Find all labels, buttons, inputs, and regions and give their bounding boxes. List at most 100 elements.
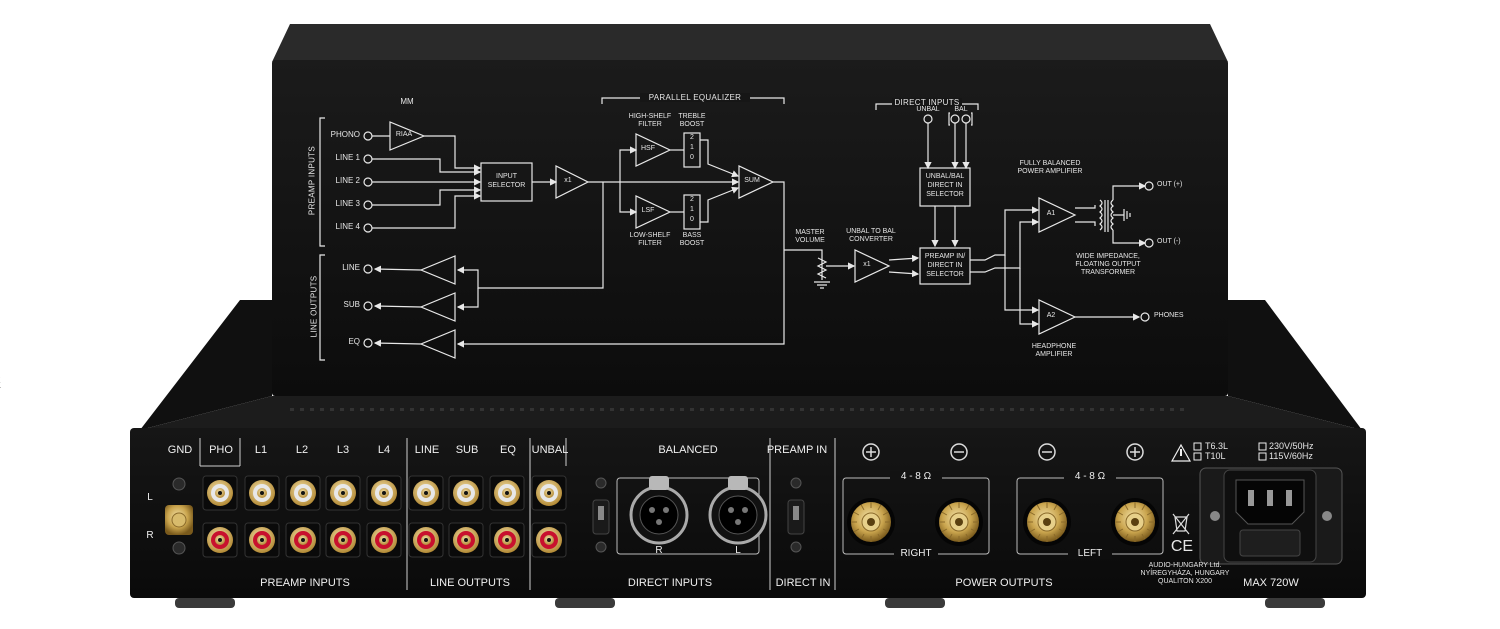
block-label: FLOATING OUTPUT bbox=[1068, 261, 1148, 268]
bottom-label-direct-inputs: DIRECT INPUTS bbox=[615, 577, 725, 589]
block-label: TRANSFORMER bbox=[1068, 269, 1148, 276]
maker-label-2: NYÍREGYHÁZA, HUNGARY bbox=[1140, 570, 1230, 577]
fuse-label-1: T6.3L bbox=[1205, 441, 1245, 451]
input-label: LINE 2 bbox=[320, 176, 360, 185]
foot bbox=[1265, 598, 1325, 608]
block-label: PHONES bbox=[1154, 312, 1194, 319]
step-label: 1 bbox=[684, 206, 700, 213]
block-label: HIGH-SHELF bbox=[620, 113, 680, 120]
block-label: FULLY BALANCED bbox=[1010, 160, 1090, 167]
block-label: AMPLIFIER bbox=[1024, 351, 1084, 358]
rear-label-balanced: BALANCED bbox=[648, 444, 728, 456]
left-channel-label: LEFT bbox=[1068, 548, 1112, 559]
block-label: VOLUME bbox=[788, 237, 832, 244]
block-label: TREBLE bbox=[672, 113, 712, 120]
block-label: UNBAL/BAL bbox=[920, 173, 970, 180]
block-label: OUT (-) bbox=[1157, 238, 1197, 245]
block-label: CONVERTER bbox=[836, 236, 906, 243]
rear-label-line: LINE bbox=[409, 444, 445, 456]
block-label: BOOST bbox=[672, 240, 712, 247]
foot bbox=[175, 598, 235, 608]
block-label: OUT (+) bbox=[1157, 181, 1197, 188]
block-label: SELECTOR bbox=[481, 182, 532, 189]
block-label: BASS bbox=[672, 232, 712, 239]
rear-label-pho: PHO bbox=[202, 444, 240, 456]
block-label: FILTER bbox=[620, 121, 680, 128]
input-label: LINE 4 bbox=[320, 222, 360, 231]
block-label: BOOST bbox=[672, 121, 712, 128]
block-label: A1 bbox=[1040, 210, 1062, 217]
block-label: x1 bbox=[855, 261, 879, 268]
output-label: EQ bbox=[320, 337, 360, 346]
rear-label-unbal: UNBAL bbox=[530, 444, 570, 456]
enclosure-top-face bbox=[272, 24, 1228, 62]
rear-label-l2: L2 bbox=[288, 444, 316, 456]
block-label: SELECTOR bbox=[920, 271, 970, 278]
block-label: LSF bbox=[636, 207, 660, 214]
block-label: SUM bbox=[739, 177, 765, 184]
block-label: MM bbox=[392, 97, 422, 106]
bottom-label-max: MAX 720W bbox=[1234, 577, 1308, 589]
section-line-outputs: LINE OUTPUTS bbox=[310, 267, 319, 347]
ohm-label-right: 4 - 8 Ω bbox=[890, 471, 942, 482]
foot bbox=[885, 598, 945, 608]
block-label: LOW-SHELF bbox=[620, 232, 680, 239]
block-label: UNBAL bbox=[912, 106, 944, 113]
section-preamp-inputs: PREAMP INPUTS bbox=[308, 131, 317, 231]
rear-label-side-l: L bbox=[144, 492, 156, 503]
block-label: UNBAL TO BAL bbox=[836, 228, 906, 235]
rear-label-sub: SUB bbox=[451, 444, 483, 456]
block-label: HSF bbox=[636, 145, 660, 152]
bottom-label-line-outputs: LINE OUTPUTS bbox=[418, 577, 522, 589]
block-label: A2 bbox=[1040, 312, 1062, 319]
chassis-top-edge bbox=[140, 396, 1362, 430]
block-label: HEADPHONE bbox=[1024, 343, 1084, 350]
foot bbox=[555, 598, 615, 608]
step-label: 0 bbox=[684, 154, 700, 161]
bottom-label-preamp-inputs: PREAMP INPUTS bbox=[250, 577, 360, 589]
step-label: 2 bbox=[684, 196, 700, 203]
fuse-label-2: T10L bbox=[1205, 451, 1245, 461]
block-label: INPUT bbox=[481, 173, 532, 180]
xlr-label-r: R bbox=[652, 545, 666, 556]
block-label: FILTER bbox=[620, 240, 680, 247]
ohm-label-left: 4 - 8 Ω bbox=[1064, 471, 1116, 482]
rear-label-eq: EQ bbox=[492, 444, 524, 456]
ce-mark: CE bbox=[1168, 538, 1196, 556]
input-label: LINE 3 bbox=[320, 199, 360, 208]
block-label: RIAA bbox=[389, 131, 419, 138]
step-label: 2 bbox=[684, 134, 700, 141]
block-label: SELECTOR bbox=[920, 191, 970, 198]
rear-label-gnd: GND bbox=[160, 444, 200, 456]
rear-label-preamp-in: PREAMP IN bbox=[762, 444, 832, 456]
xlr-label-l: L bbox=[731, 545, 745, 556]
rear-label-l1: L1 bbox=[247, 444, 275, 456]
block-label: DIRECT IN bbox=[920, 182, 970, 189]
rear-label-l3: L3 bbox=[329, 444, 357, 456]
output-label: LINE bbox=[320, 263, 360, 272]
step-label: 0 bbox=[684, 216, 700, 223]
right-channel-label: RIGHT bbox=[894, 548, 938, 559]
block-label: DIRECT IN bbox=[920, 262, 970, 269]
step-label: 1 bbox=[684, 144, 700, 151]
block-label: x1 bbox=[556, 177, 580, 184]
maker-label-3: QUALITON X200 bbox=[1140, 578, 1230, 585]
bottom-label-direct-in: DIRECT IN bbox=[766, 577, 840, 589]
rear-label-side-r: R bbox=[144, 530, 156, 541]
block-label: PREAMP IN/ bbox=[920, 253, 970, 260]
input-label: PHONO bbox=[320, 130, 360, 139]
rear-label-l4: L4 bbox=[370, 444, 398, 456]
output-label: SUB bbox=[320, 300, 360, 309]
maker-label-1: AUDIO-HUNGARY Ltd. bbox=[1140, 562, 1230, 569]
voltage-label-2: 115V/60Hz bbox=[1269, 451, 1339, 461]
voltage-label-1: 230V/50Hz bbox=[1269, 441, 1339, 451]
section-parallel-equalizer: PARALLEL EQUALIZER bbox=[640, 93, 750, 102]
block-label: BAL bbox=[946, 106, 976, 113]
input-label: LINE 1 bbox=[320, 153, 360, 162]
block-label: WIDE IMPEDANCE, bbox=[1068, 253, 1148, 260]
bottom-label-power-outputs: POWER OUTPUTS bbox=[948, 577, 1060, 589]
block-label: MASTER bbox=[788, 229, 832, 236]
block-label: POWER AMPLIFIER bbox=[1010, 168, 1090, 175]
